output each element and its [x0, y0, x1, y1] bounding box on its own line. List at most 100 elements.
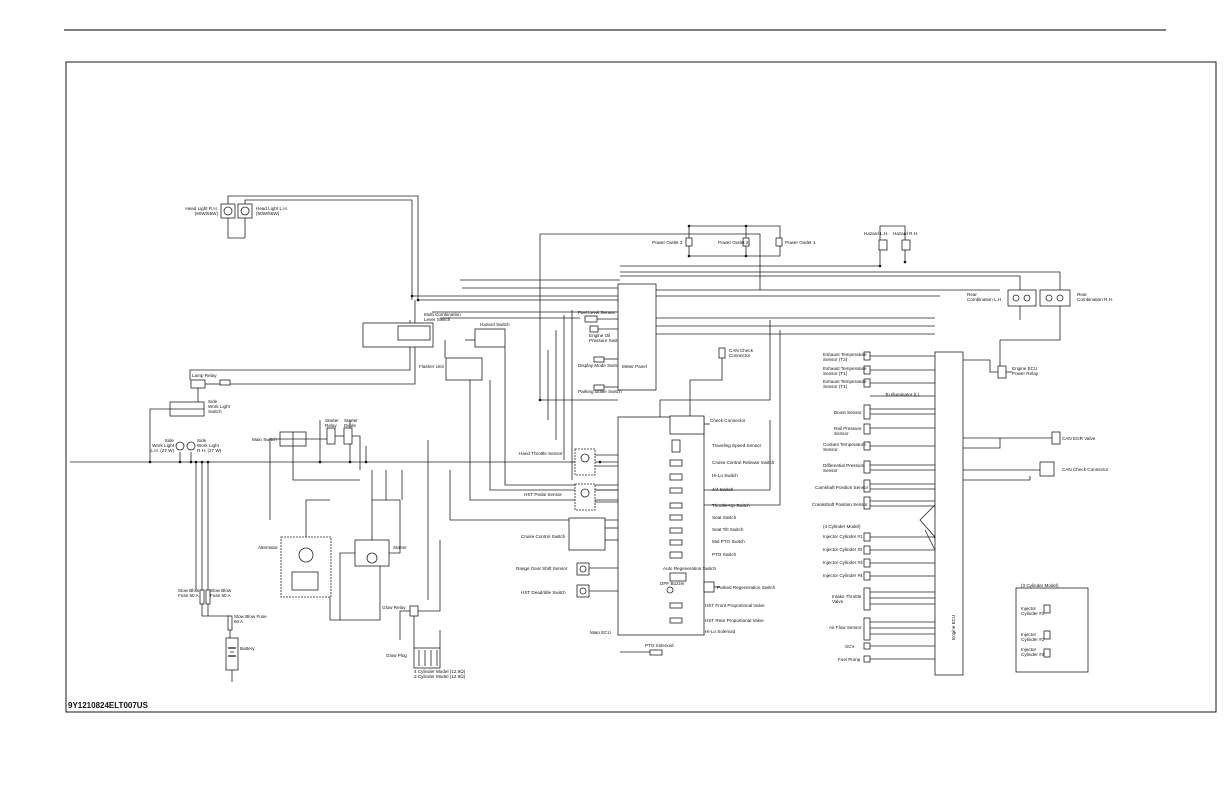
diagram-frame [65, 61, 1217, 713]
pto-switch: PTO Switch [669, 551, 737, 559]
svg-text:SCV: SCV [845, 644, 855, 649]
main-switch: Main Switch [252, 431, 307, 447]
cruise-control-switch: Cruise Control Switch [521, 517, 606, 551]
hazard-lh: Hazard L.H. [864, 231, 889, 251]
wires [70, 195, 1070, 682]
scv: SCV [845, 642, 871, 650]
svg-text:Hazard R.H.: Hazard R.H. [893, 231, 918, 236]
seat-tilt-switch: Seat Tilt Switch [669, 527, 744, 534]
hst-dead-idle-switch: HST Dead/Idle Switch [521, 584, 590, 598]
hazard-switch: Hazard Switch [474, 322, 510, 348]
meter-panel: Meter Panel [617, 283, 657, 391]
svg-text:Alternator: Alternator [258, 545, 278, 550]
flasher-unit: Flasher Unit [419, 357, 483, 381]
throttle-up-switch: Throttle-Up Switch [669, 502, 750, 509]
svg-text:Lamp Relay: Lamp Relay [192, 373, 217, 378]
svg-text:Camshaft Position Sensor: Camshaft Position Sensor [815, 485, 869, 490]
injector-cylinder-3: Injector Cylinder #3 [823, 558, 871, 568]
svg-text:Parked Regeneration Switch: Parked Regeneration Switch [717, 585, 776, 590]
range-gear-shift-sensor: Range Gear Shift Sensor [516, 562, 590, 576]
hi-lo-switch: Hi-Lo Switch [669, 473, 738, 481]
diagram-code: 9Y1210824ELT007US [68, 701, 149, 710]
svg-text:Boost Sensor: Boost Sensor [834, 410, 862, 415]
boost-sensor: Boost Sensor [834, 404, 871, 420]
dpf-buzzer: DPF Buzzer [660, 581, 685, 594]
hi-lo-solenoid: Hi-Lo Solenoid [705, 629, 736, 634]
svg-text:Throttle-Up Switch: Throttle-Up Switch [712, 503, 750, 508]
display-mode-switch: Display Mode Switch [578, 356, 621, 368]
power-outlet-1: Power Outlet 1 [775, 237, 816, 247]
battery: Battery [225, 637, 255, 671]
svg-text:DPF Buzzer: DPF Buzzer [660, 581, 685, 586]
4wd-switch: 4/4 Switch [669, 487, 734, 494]
svg-text:Fuel Pump: Fuel Pump [838, 657, 861, 662]
svg-text:HST Dead/Idle Switch: HST Dead/Idle Switch [521, 590, 566, 595]
seat-switch: Seat Switch [669, 514, 737, 521]
crankshaft-position-sensor: Crankshaft Position Sensor [812, 496, 871, 510]
svg-text:Auto Regeneration Switch: Auto Regeneration Switch [663, 566, 717, 571]
svg-text:Hand Throttle Sensor: Hand Throttle Sensor [519, 451, 563, 456]
fuel-level-sensor: Fuel Level Sensor [578, 310, 615, 323]
svg-text:Power Outlet 3: Power Outlet 3 [652, 240, 683, 245]
svg-text:Seat Tilt Switch: Seat Tilt Switch [712, 527, 744, 532]
svg-text:Seat Switch: Seat Switch [712, 515, 737, 520]
svg-text:Injector Cylinder #3: Injector Cylinder #3 [823, 560, 863, 565]
svg-text:Air Flow Sensor: Air Flow Sensor [829, 625, 862, 630]
svg-text:CAN EGR Valve: CAN EGR Valve [1062, 436, 1096, 441]
fuel-pump: Fuel Pump [838, 655, 871, 663]
main-ecu: Main ECU [590, 416, 705, 636]
svg-text:Fuel Level Sensor: Fuel Level Sensor [578, 310, 615, 315]
svg-text:(3 Cylinder Model): (3 Cylinder Model) [1021, 583, 1059, 588]
injector-cylinder-1: Injector Cylinder #1 [823, 532, 871, 542]
svg-text:Main ECU: Main ECU [590, 630, 611, 635]
svg-text:Hi-Lo Solenoid: Hi-Lo Solenoid [705, 629, 736, 634]
svg-text:Display Mode Switch: Display Mode Switch [578, 363, 621, 368]
svg-text:PTO Solenoid: PTO Solenoid [645, 643, 674, 648]
injector-cylinder-2: Injector Cylinder #2 [823, 545, 871, 555]
svg-text:4/4 Switch: 4/4 Switch [712, 487, 734, 492]
hst-pedal-sensor: HST Pedal Sensor [524, 483, 596, 511]
svg-text:Hazard L.H.: Hazard L.H. [864, 231, 889, 236]
svg-text:Engine ECU: Engine ECU [951, 615, 956, 640]
svg-text:Traveling Speed Sensor: Traveling Speed Sensor [712, 443, 762, 448]
svg-text:4 Cylinder Model (12.9Ω)3 Cyli: 4 Cylinder Model (12.9Ω)3 Cylinder Model… [414, 669, 466, 679]
svg-text:Check Connector: Check Connector [710, 418, 746, 423]
svg-text:Main Switch: Main Switch [252, 437, 277, 442]
cruise-control-release-switch: Cruise Control Release Switch [669, 459, 775, 467]
svg-text:Flasher Unit: Flasher Unit [419, 364, 444, 369]
traveling-speed-sensor: Traveling Speed Sensor [671, 439, 762, 453]
svg-text:HST Front Proportional Valve: HST Front Proportional Valve [705, 603, 765, 608]
pto-solenoid: PTO Solenoid [645, 643, 674, 656]
hst-rear-proportional-valve: HST Rear Proportional Valve [669, 617, 764, 624]
svg-text:Power Outlet 1: Power Outlet 1 [785, 240, 816, 245]
svg-text:Hi-Lo Switch: Hi-Lo Switch [712, 473, 738, 478]
